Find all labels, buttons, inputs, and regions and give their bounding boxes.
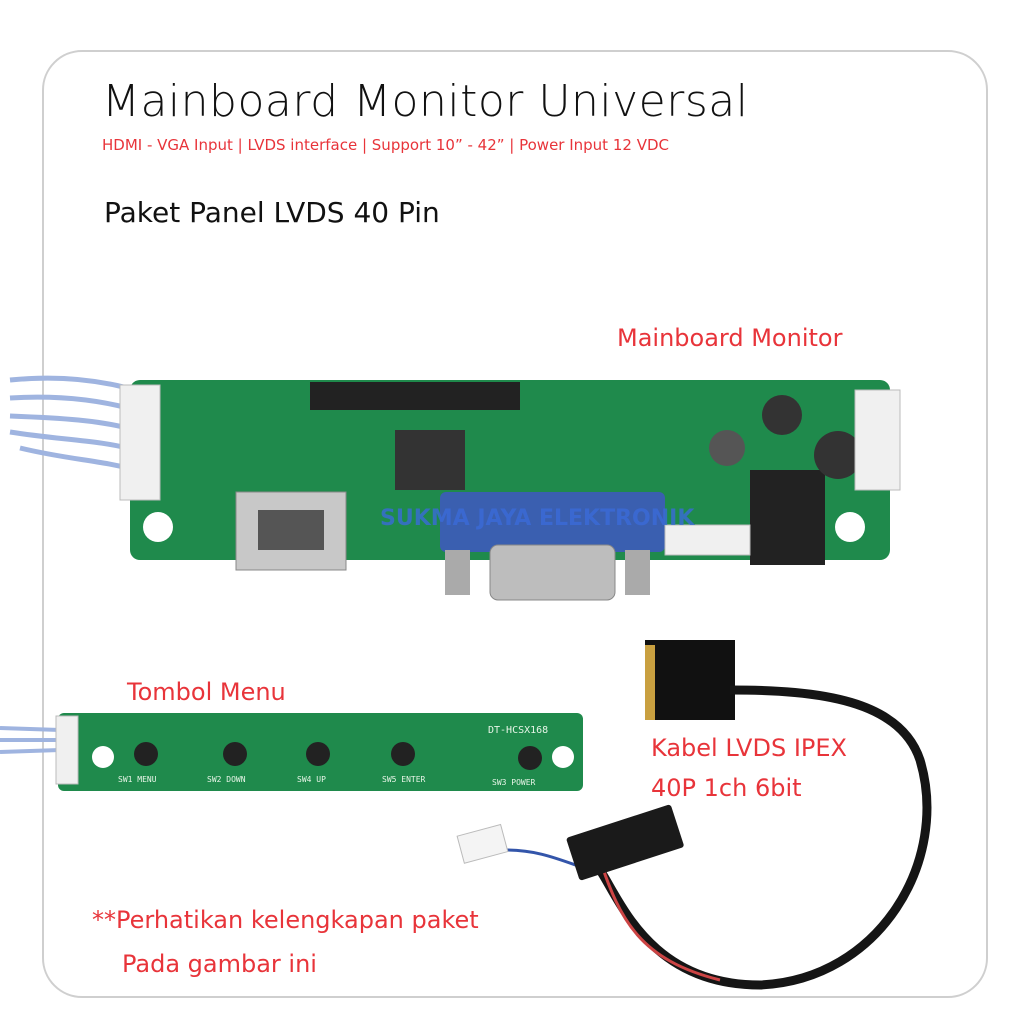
page-title: Mainboard Monitor Universal bbox=[102, 76, 749, 127]
up-button-label: SW4 UP bbox=[297, 775, 326, 784]
menu-label: Tombol Menu bbox=[127, 678, 286, 706]
mainboard-label: Mainboard Monitor bbox=[617, 324, 843, 352]
down-button-label: SW2 DOWN bbox=[207, 775, 246, 784]
menu-button-board: DT-HCSX168 SW1 MENU SW2 DOWN SW4 UP SW5 … bbox=[55, 713, 583, 791]
menu-board-model: DT-HCSX168 bbox=[488, 725, 548, 736]
menu-button-label: SW1 MENU bbox=[118, 775, 157, 784]
cable-label-line2: 40P 1ch 6bit bbox=[651, 774, 802, 802]
package-heading: Paket Panel LVDS 40 Pin bbox=[104, 196, 440, 229]
lvds-cable bbox=[456, 640, 932, 990]
note-line2: Pada gambar ini bbox=[122, 950, 317, 978]
mainboard-wires bbox=[9, 375, 136, 473]
note-line1: **Perhatikan kelengkapan paket bbox=[92, 906, 479, 934]
cable-label-line1: Kabel LVDS IPEX bbox=[651, 734, 847, 762]
enter-button-label: SW5 ENTER bbox=[382, 775, 426, 784]
power-button-label: SW3 POWER bbox=[492, 778, 536, 787]
watermark-logo: SUKMA JAYA ELEKTRONIK bbox=[380, 506, 695, 531]
mainboard-pcb: SUKMA JAYA ELEKTRONIK bbox=[119, 380, 901, 601]
spec-subtitle: HDMI - VGA Input | LVDS interface | Supp… bbox=[102, 136, 669, 154]
product-card-frame bbox=[42, 50, 988, 998]
